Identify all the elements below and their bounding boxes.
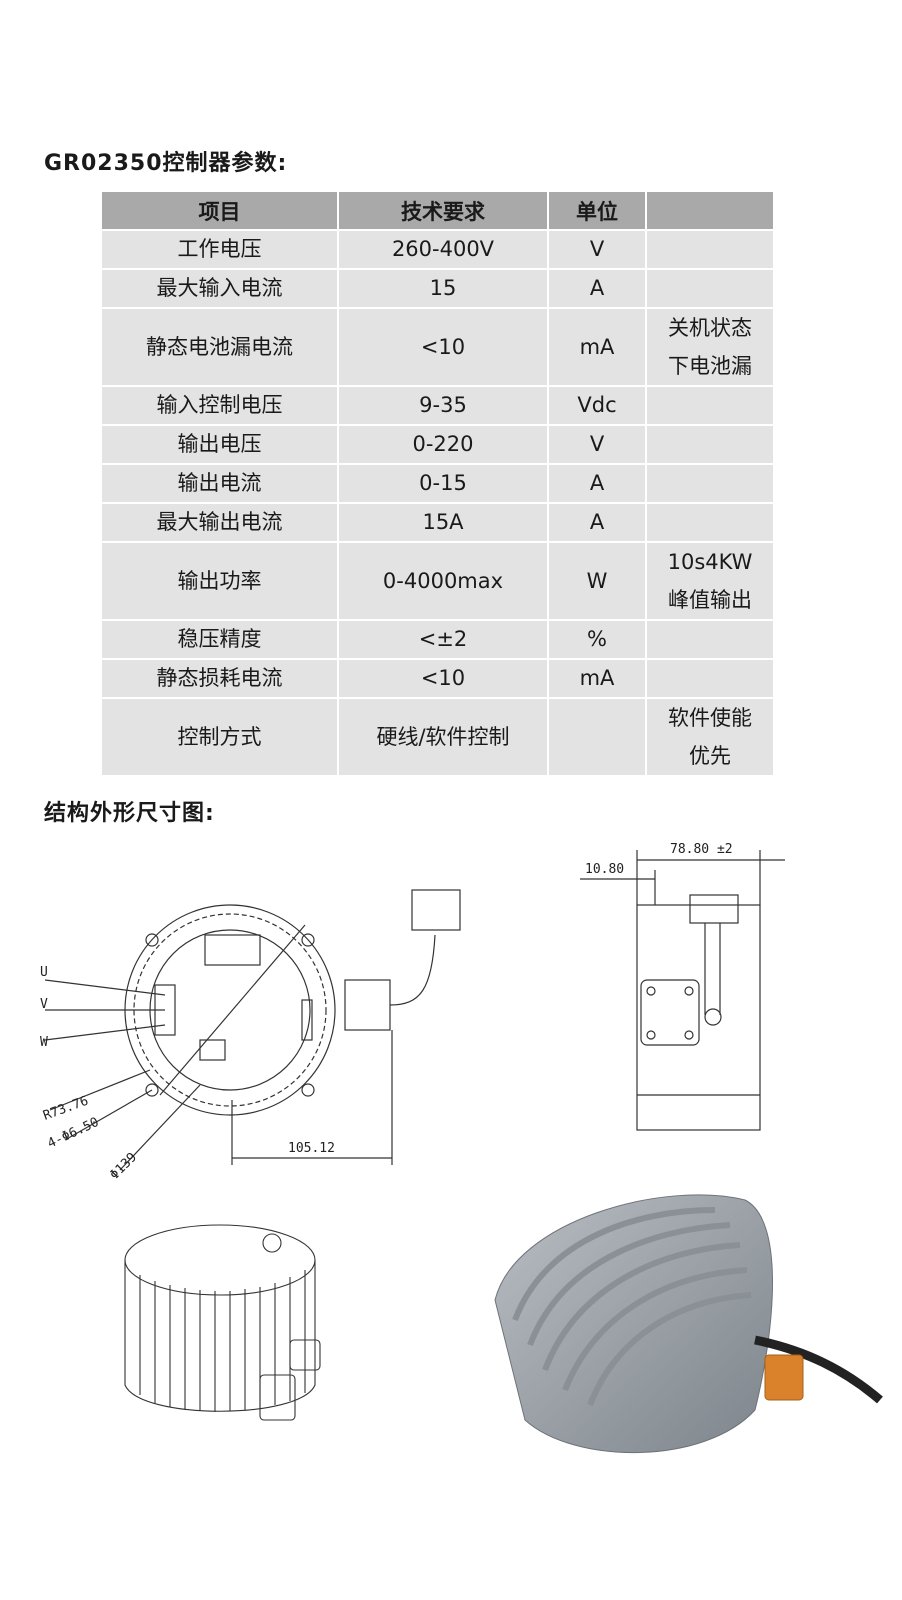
spec-unit-cell: mA — [548, 659, 647, 699]
diameter-dim-label: Φ139 — [107, 1150, 140, 1183]
header-item: 项目 — [102, 192, 339, 231]
spec-item-cell: 输出电压 — [102, 425, 339, 465]
spec-item-cell: 输出功率 — [102, 542, 339, 621]
spec-note-cell — [646, 659, 775, 699]
spec-item-cell: 最大输入电流 — [102, 269, 339, 309]
spec-value-cell: 15 — [338, 269, 549, 309]
spec-note-cell — [646, 503, 775, 543]
table-row: 稳压精度<±2% — [102, 620, 775, 660]
spec-item-cell: 稳压精度 — [102, 620, 339, 660]
phase-v-label: V — [40, 997, 48, 1012]
isometric-line-drawing — [124, 1224, 321, 1421]
spec-item-cell: 输出电流 — [102, 464, 339, 504]
spec-note-cell — [646, 464, 775, 504]
spec-value-cell: <10 — [338, 659, 549, 699]
spec-unit-cell — [548, 698, 647, 777]
spec-value-cell: 9-35 — [338, 386, 549, 426]
spec-unit-cell: W — [548, 542, 647, 621]
front-dimension-drawing: U V W R73.76 4-Φ6.50 Φ139 105.12 — [40, 889, 461, 1183]
spec-unit-cell: A — [548, 269, 647, 309]
spec-item-cell: 最大输出电流 — [102, 503, 339, 543]
spec-item-cell: 静态损耗电流 — [102, 659, 339, 699]
spec-note-cell — [646, 230, 775, 270]
table-row: 控制方式硬线/软件控制 软件使能优先 — [102, 698, 775, 777]
spec-unit-cell: V — [548, 425, 647, 465]
spec-note-cell — [646, 425, 775, 465]
spec-value-cell: 260-400V — [338, 230, 549, 270]
spec-value-cell: <±2 — [338, 620, 549, 660]
spec-value-cell: <10 — [338, 308, 549, 387]
table-header-row: 项目 技术要求 单位 — [102, 192, 775, 231]
spec-note-cell — [646, 386, 775, 426]
spec-unit-cell: A — [548, 503, 647, 543]
spec-item-cell: 输入控制电压 — [102, 386, 339, 426]
spec-note-cell: 软件使能优先 — [646, 698, 775, 777]
spec-value-cell: 硬线/软件控制 — [338, 698, 549, 777]
spec-note-cell — [646, 269, 775, 309]
side-dimension-drawing: 78.80 ±2 10.80 — [580, 842, 785, 1131]
dimension-section-title: 结构外形尺寸图: — [44, 801, 215, 826]
spec-unit-cell: % — [548, 620, 647, 660]
spec-value-cell: 0-220 — [338, 425, 549, 465]
spec-value-cell: 0-15 — [338, 464, 549, 504]
spec-section-title: GR02350控制器参数: — [44, 151, 288, 176]
header-spec: 技术要求 — [338, 192, 549, 231]
spec-note-cell — [646, 620, 775, 660]
spec-unit-cell: A — [548, 464, 647, 504]
phase-u-label: U — [40, 965, 48, 980]
width-dim-label: 105.12 — [288, 1141, 335, 1156]
spec-item-cell: 静态电池漏电流 — [102, 308, 339, 387]
spec-value-cell: 0-4000max — [338, 542, 549, 621]
product-photo — [494, 1194, 883, 1454]
spec-item-cell: 工作电压 — [102, 230, 339, 270]
offset-dim-label: 10.80 — [585, 862, 624, 877]
header-note — [646, 192, 775, 231]
spec-item-cell: 控制方式 — [102, 698, 339, 777]
phase-w-label: W — [40, 1035, 48, 1050]
radius-dim-label: R73.76 — [41, 1094, 90, 1124]
spec-unit-cell: Vdc — [548, 386, 647, 426]
spec-unit-cell: mA — [548, 308, 647, 387]
spec-note-cell: 关机状态下电池漏 — [646, 308, 775, 387]
spec-unit-cell: V — [548, 230, 647, 270]
spec-value-cell: 15A — [338, 503, 549, 543]
overall-dim-label: 78.80 ±2 — [670, 842, 733, 857]
header-unit: 单位 — [548, 192, 647, 231]
